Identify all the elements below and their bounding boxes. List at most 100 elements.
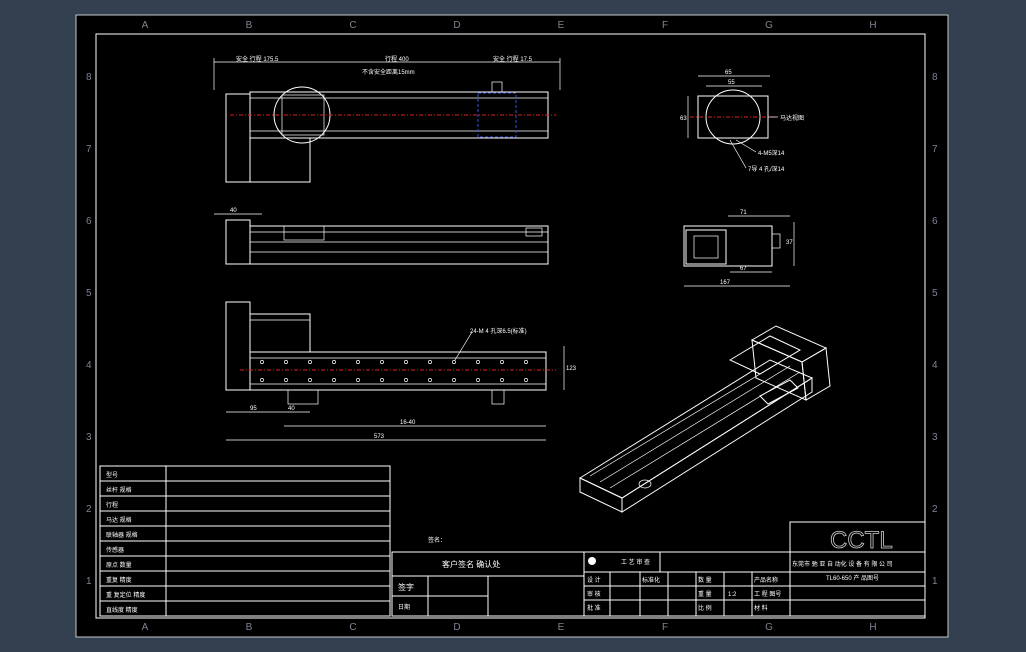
- company-logo: CCTL: [830, 527, 893, 554]
- mount-hole: [428, 360, 432, 364]
- mount-hole: [500, 378, 504, 382]
- bottom-view: 24-M 4 孔深6.5(标准) 95 40 16-40 573 123: [225, 301, 577, 441]
- zone-col-H-bottom: H: [869, 622, 876, 633]
- tb-product-name: 产品名称: [754, 576, 778, 584]
- mount-hole: [404, 378, 408, 382]
- mount-hole: [404, 360, 408, 364]
- spec-row-label: 联轴器 规格: [106, 531, 138, 539]
- dim-total: 573: [374, 434, 385, 440]
- mount-hole: [452, 360, 456, 364]
- zone-row-7-left: 7: [86, 144, 92, 155]
- top-note: 不含安全距离15mm: [362, 68, 415, 76]
- spec-row-label: 传感器: [106, 546, 124, 554]
- tb-qty: 数 量: [698, 576, 712, 584]
- mount-hole: [284, 378, 288, 382]
- approval-date: 日期: [398, 603, 410, 611]
- plate-dim-side: 37: [786, 240, 793, 246]
- mount-hole: [428, 378, 432, 382]
- spec-row-label: 重复 精度: [106, 576, 132, 584]
- mount-hole: [380, 378, 384, 382]
- motor-view-label: 马达视图: [780, 114, 804, 122]
- tb-check: 审 核: [587, 590, 601, 598]
- spec-row-label: 行程: [106, 501, 118, 509]
- mount-hole: [524, 378, 528, 382]
- top-right-dim: 安全 行程 17.5: [493, 55, 533, 63]
- spec-row-label: 马达 规格: [106, 516, 132, 524]
- top-view: 安全 行程 175.5 行程 400 安全 行程 17.5 不含安全距离15mm: [213, 55, 561, 183]
- spec-row-label: 型号: [106, 471, 118, 479]
- spec-row-label: 直线度 精度: [106, 606, 138, 614]
- tb-product: TL60-650 产 品图号: [826, 574, 879, 582]
- zone-col-D-top: D: [453, 20, 460, 31]
- dim-95: 95: [250, 406, 257, 412]
- dim-height: 123: [566, 366, 577, 372]
- drawing-border: [95, 33, 926, 619]
- end-dim-mid: 55: [728, 80, 735, 86]
- zone-row-8-right: 8: [932, 72, 938, 83]
- mount-hole: [332, 378, 336, 382]
- zone-col-A-top: A: [142, 20, 149, 31]
- dim-40: 40: [288, 406, 295, 412]
- drawing-sheet: [75, 14, 949, 638]
- mount-hole: [356, 378, 360, 382]
- plate-dim-in: 67: [740, 266, 747, 272]
- tb-company: 东莞市 驰 亚 自 动化 设 备 有 限 公 司: [792, 560, 893, 568]
- zone-col-D-bottom: D: [453, 622, 460, 633]
- title-block: CCTL 工 艺 审 查 东莞市 驰 亚 自 动化 设 备 有 限 公 司 TL…: [583, 521, 926, 617]
- end-dim-top: 65: [725, 70, 732, 76]
- thread-note-2: 7导 4 孔/深14: [748, 165, 785, 173]
- zone-row-3-right: 3: [932, 432, 938, 443]
- zone-col-G-bottom: G: [765, 622, 773, 633]
- mount-hole: [500, 360, 504, 364]
- tb-scale-val: 1:2: [728, 592, 737, 598]
- zone-col-H-top: H: [869, 20, 876, 31]
- tb-standard: 标准化: [642, 576, 660, 584]
- top-stroke-dim: 行程 400: [385, 55, 409, 63]
- zone-row-8-left: 8: [86, 72, 92, 83]
- zone-col-E-top: E: [558, 20, 565, 31]
- mount-hole: [380, 360, 384, 364]
- mount-hole: [476, 360, 480, 364]
- isometric-view: [578, 325, 831, 513]
- mount-hole: [332, 360, 336, 364]
- plate-dim-bottom: 167: [720, 280, 731, 286]
- tb-approval: 工 艺 审 查: [621, 558, 650, 566]
- zone-row-7-right: 7: [932, 144, 938, 155]
- tb-weight: 重 量: [698, 590, 712, 598]
- top-left-dim: 安全 行程 175.5: [236, 55, 279, 63]
- tb-approve: 批 准: [587, 604, 601, 612]
- zone-col-F-top: F: [662, 20, 668, 31]
- tb-drawing-no: 工 程 图号: [754, 590, 781, 598]
- mount-hole: [476, 378, 480, 382]
- zone-row-4-left: 4: [86, 360, 92, 371]
- tb-design: 设 计: [587, 576, 601, 584]
- zone-col-F-bottom: F: [662, 622, 668, 633]
- zone-col-A-bottom: A: [142, 622, 149, 633]
- end-dim-side: 63: [680, 116, 687, 122]
- spec-row-label: 重 复定位 精度: [106, 591, 145, 599]
- zone-col-B-top: B: [246, 20, 253, 31]
- zone-col-C-top: C: [349, 20, 356, 31]
- spec-row-label: 原点 数量: [106, 561, 132, 569]
- approval-sign-label: 签名：: [428, 536, 446, 544]
- holes-note: 24-M 4 孔深6.5(标准): [470, 327, 527, 335]
- end-view: 65 55 63 马达视图 4-M5深14 7导 4 孔/深14: [680, 70, 804, 173]
- side-dim: 40: [230, 208, 237, 214]
- zone-row-6-right: 6: [932, 216, 938, 227]
- mount-hole: [452, 378, 456, 382]
- approval-sign: 签字: [398, 582, 414, 592]
- mount-hole: [356, 360, 360, 364]
- mount-hole: [284, 360, 288, 364]
- zone-col-B-bottom: B: [246, 622, 253, 633]
- mount-hole: [260, 360, 264, 364]
- approval-title: 客户签名 确认处: [442, 559, 500, 569]
- mount-hole: [308, 360, 312, 364]
- zone-row-4-right: 4: [932, 360, 938, 371]
- dim-pitch: 16-40: [400, 420, 416, 426]
- plate-dim-top: 71: [740, 210, 747, 216]
- zone-row-5-right: 5: [932, 288, 938, 299]
- zone-row-5-left: 5: [86, 288, 92, 299]
